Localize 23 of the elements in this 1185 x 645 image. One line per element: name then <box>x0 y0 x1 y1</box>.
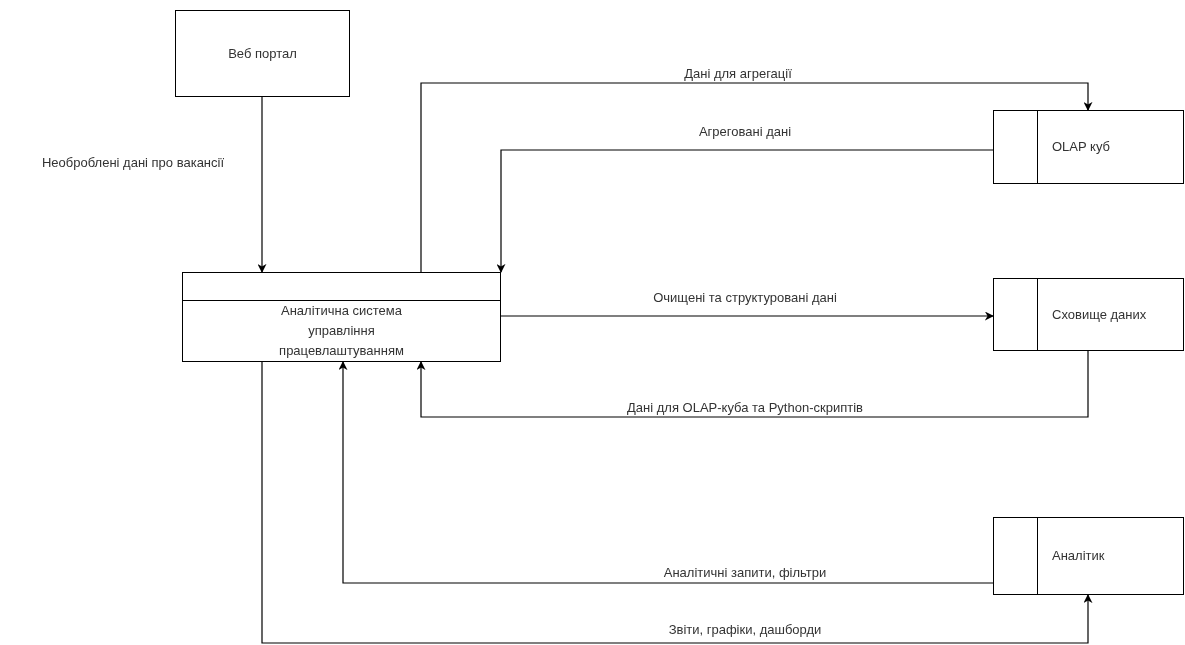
edge-label: Звіти, графіки, дашборди <box>666 622 824 638</box>
arrow <box>416 350 1089 418</box>
edge-label: Дані для OLAP-куба та Python-скриптів <box>625 400 865 416</box>
edge-label: Очищені та структуровані дані <box>651 290 839 306</box>
edge-label: Агреговані дані <box>696 124 794 140</box>
data-store-box <box>993 110 1184 184</box>
node-label: OLAP куб <box>1052 138 1110 157</box>
edge-label: Дані для агрегації <box>682 66 794 82</box>
edge-label: Аналітичні запити, фільтри <box>661 565 829 581</box>
arrow <box>261 361 1093 644</box>
node-label: Веб портал <box>228 44 297 63</box>
node-label: Сховище даних <box>1052 305 1147 324</box>
arrow <box>338 361 994 584</box>
arrow <box>420 82 1093 273</box>
arrow <box>257 96 267 273</box>
process-box <box>182 272 501 362</box>
entity-box <box>175 10 350 97</box>
arrow <box>496 149 994 273</box>
data-store-box <box>993 517 1184 595</box>
arrow <box>500 311 994 321</box>
node-label: Аналітична система управління працевлаштуванням <box>278 302 405 360</box>
data-store-box <box>993 278 1184 351</box>
node-label: Аналітик <box>1052 547 1105 566</box>
